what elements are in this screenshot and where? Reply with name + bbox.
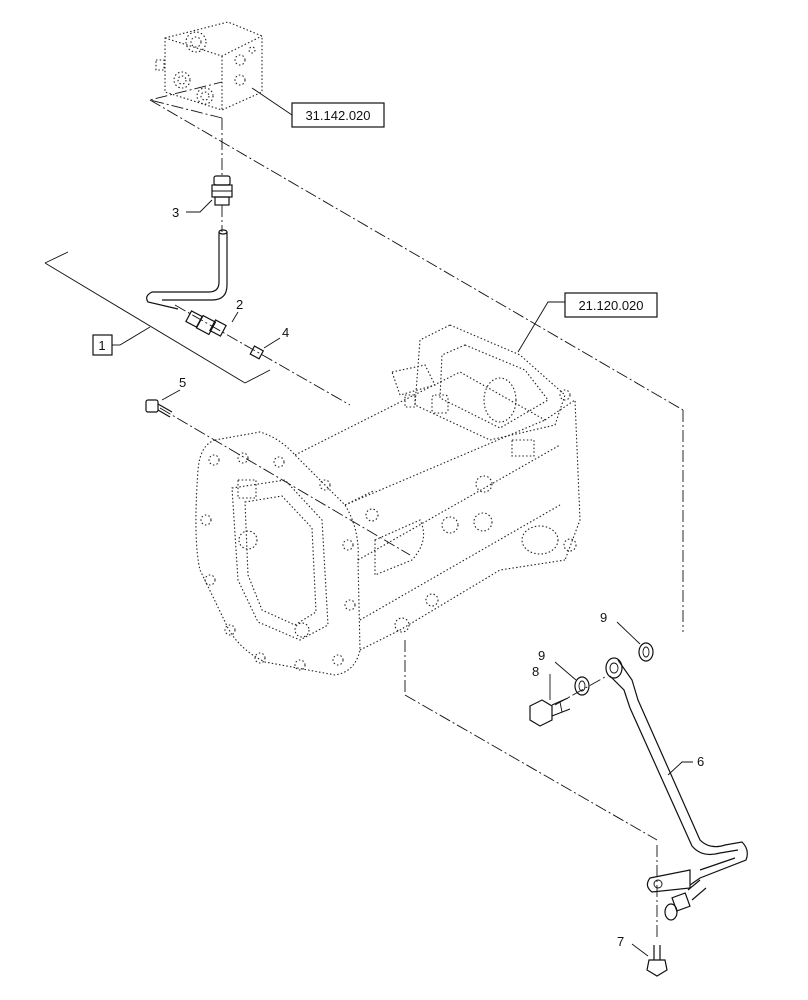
bolt-5 [145,399,173,418]
ref-box-21-120-020: 21.120.020 [517,292,658,353]
part-4 [249,345,265,360]
bolt-7 [646,945,668,977]
callout-7-label: 7 [617,934,624,949]
washer-9-lower [574,676,590,696]
callout-9-upper: 9 [600,610,641,645]
center-lines [149,81,684,940]
callout-6-label: 6 [697,754,704,769]
callout-7: 7 [617,934,649,957]
callout-2: 2 [231,297,243,323]
fitting-3 [211,175,233,206]
callout-6: 6 [667,754,704,776]
callout-9-lower: 9 [538,648,577,681]
callout-4-label: 4 [282,325,289,340]
callout-8: 8 [532,664,551,700]
callout-5: 5 [161,375,186,401]
washer-9-upper [638,642,654,662]
callout-5-label: 5 [179,375,186,390]
bolt-8 [529,697,571,727]
kit-bracket [44,251,271,384]
callout-2-label: 2 [236,297,243,312]
ref-box-31-142-020: 31.142.020 [251,87,385,128]
callout-3: 3 [172,199,213,220]
ref-label-valve: 31.142.020 [305,108,370,123]
callout-8-label: 8 [532,664,539,679]
callout-9a-label: 9 [600,610,607,625]
ref-box-kit-1: 1 [92,334,120,356]
valve-block [155,21,263,111]
small-pipe [146,229,228,310]
ref-label-kit: 1 [98,338,105,353]
callout-3-label: 3 [172,205,179,220]
fitting-2 [185,310,227,337]
callout-9b-label: 9 [538,648,545,663]
ref-label-housing: 21.120.020 [578,298,643,313]
tube-6 [605,657,748,921]
transmission-housing [195,324,581,676]
callout-4: 4 [263,325,289,349]
